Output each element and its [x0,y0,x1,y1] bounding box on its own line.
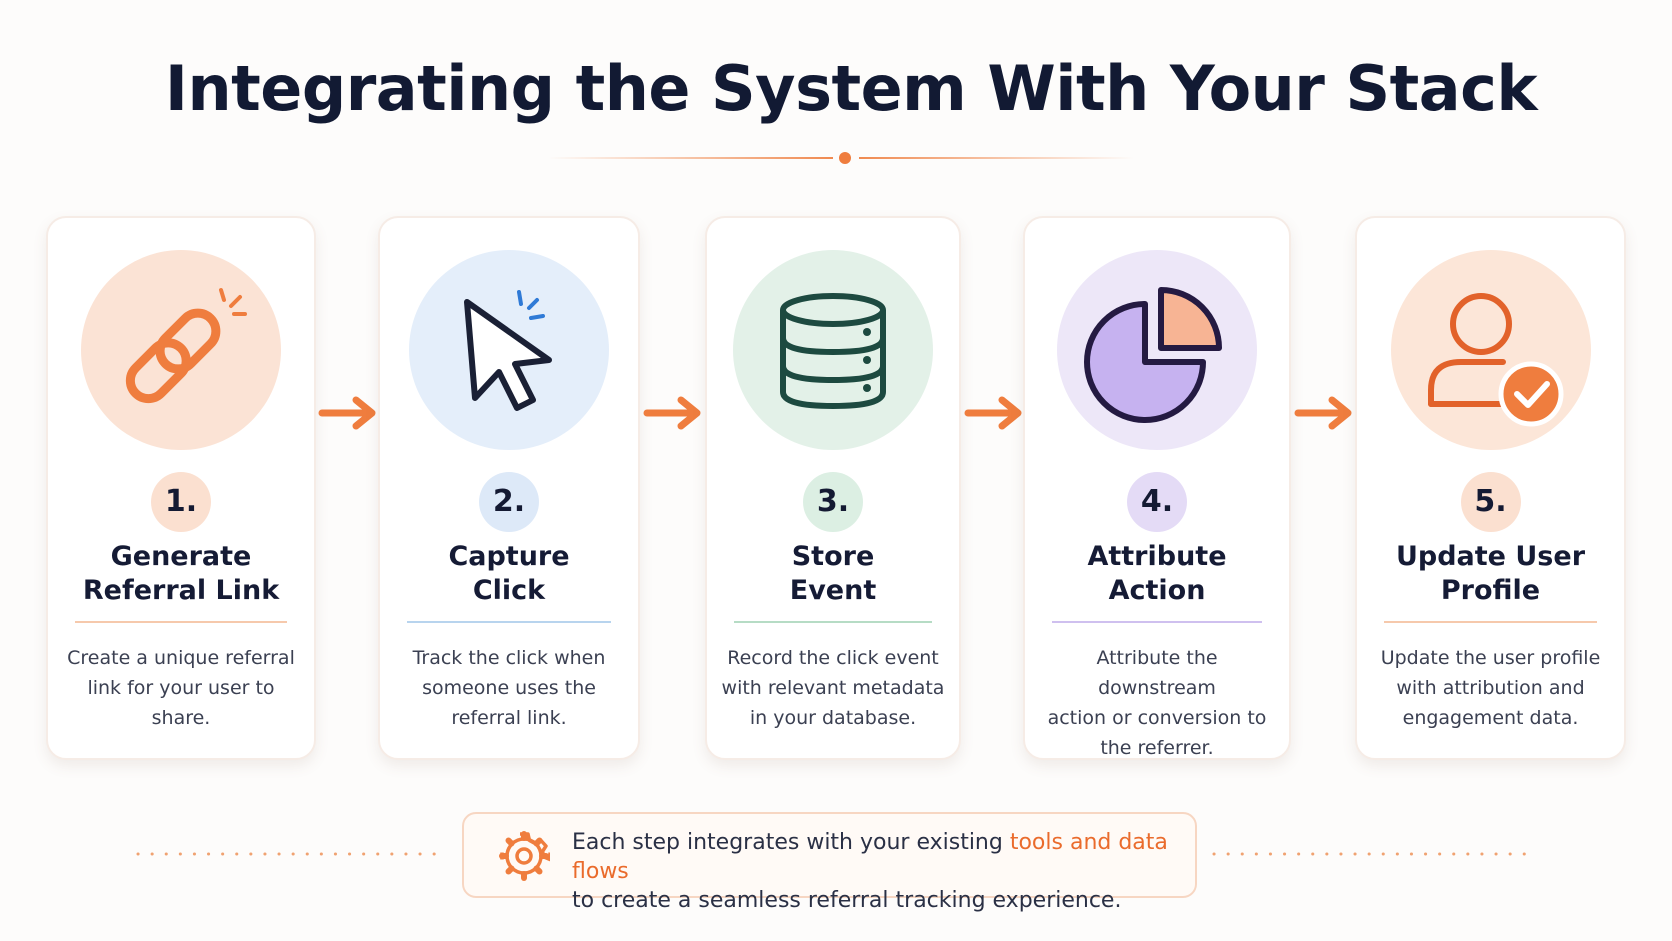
page-title: Integrating the System With Your Stack [164,52,1538,125]
flow-arrow-icon [964,395,1026,431]
step-number-badge: 4. [1127,472,1187,532]
flow-arrow-icon [318,395,380,431]
step-number-badge: 3. [803,472,863,532]
gear-icon [499,831,550,881]
step-number-badge: 1. [151,472,211,532]
step-rule [1052,621,1262,623]
footer-highlight: tools and data flows [572,830,1168,884]
step-rule [1384,621,1597,623]
step-rule [75,621,287,623]
step-number-badge: 5. [1460,472,1521,532]
link-icon [81,250,281,450]
footer-dots-right [1212,852,1534,856]
title-divider [548,152,1134,164]
step-rule [734,621,932,623]
pie-chart-icon [1057,250,1257,450]
flow-arrow-icon [1294,395,1356,431]
cursor-click-icon [409,250,609,450]
flow-arrow-icon [643,395,705,431]
footer-dots-left [136,852,446,856]
step-rule [407,621,611,623]
footer-note: Each step integrates with your existing … [462,812,1197,913]
step-number-badge: 2. [479,472,539,532]
user-check-icon [1390,250,1591,450]
footer-text: Each step integrates with your existing … [572,830,1168,913]
database-icon [733,250,933,450]
